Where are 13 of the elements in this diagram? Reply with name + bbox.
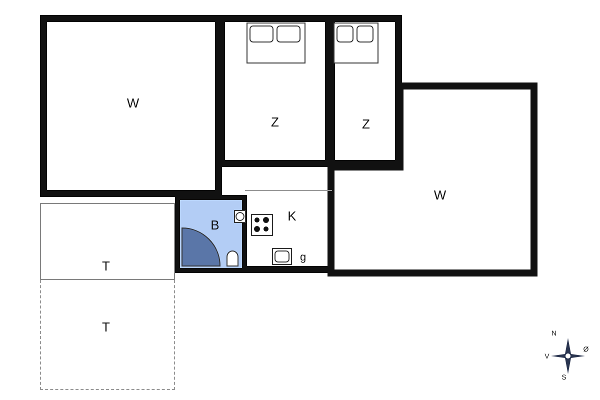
terrace-area [40,203,175,280]
room-label: B [210,218,220,232]
appliance-label: g [300,252,306,264]
room-label: Z [271,116,279,128]
room-label: W [434,188,446,202]
room-label: W [126,96,140,110]
room-label: Z [362,118,370,130]
room-area [328,83,537,277]
terrace-area [40,280,175,390]
room-label: T [102,260,110,272]
room-label: K [288,210,296,222]
room-area [40,15,222,197]
room-label: T [102,320,110,334]
